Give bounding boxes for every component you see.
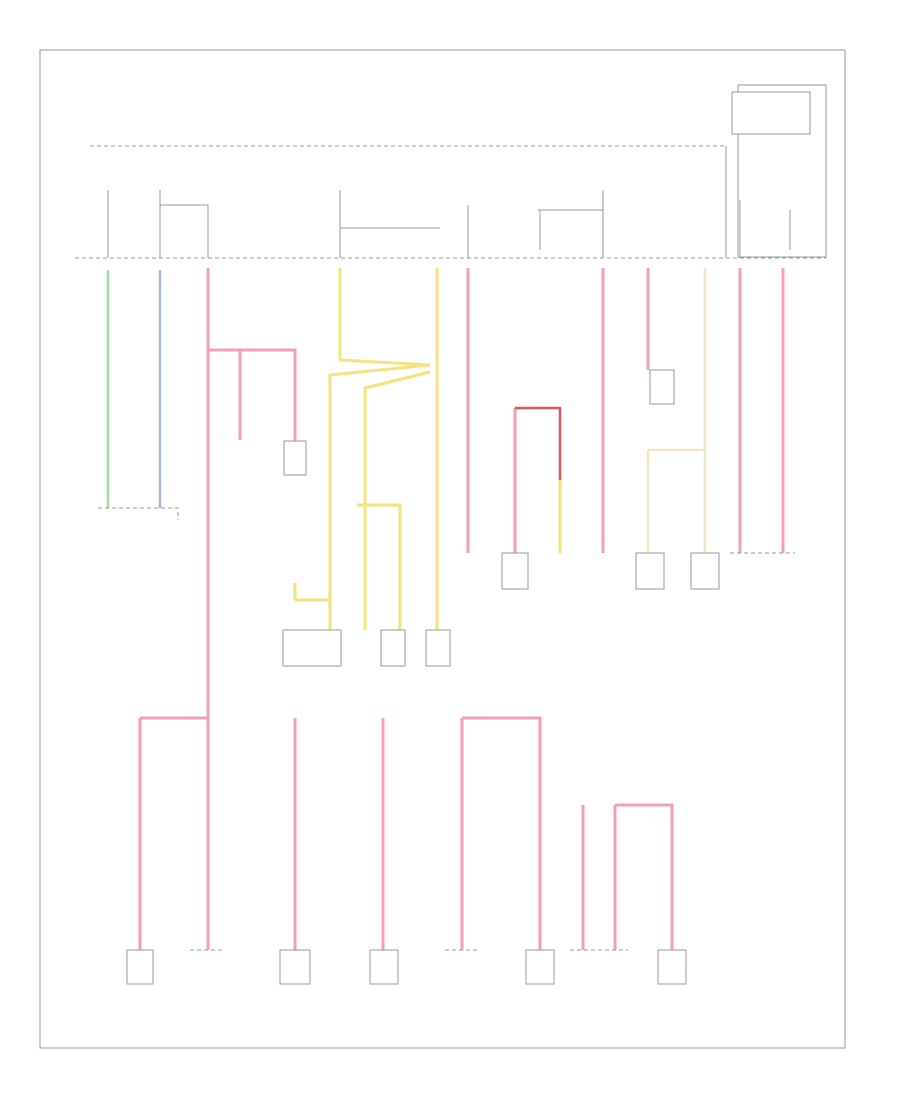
- component-box: [279, 949, 311, 985]
- wire-pink-branch: [208, 348, 297, 445]
- component-box: [369, 949, 399, 985]
- component-box: [690, 552, 720, 590]
- component-box: [635, 552, 665, 590]
- component-box: [283, 440, 307, 476]
- component-box: [657, 949, 687, 985]
- fuses: [107, 190, 791, 258]
- top-right-module: [90, 84, 827, 258]
- component-box: [525, 949, 555, 985]
- component-box: [126, 949, 154, 985]
- component-box: [649, 369, 675, 405]
- wire-yellow-bundle: [293, 268, 439, 640]
- component-box: [425, 629, 451, 667]
- wire-pink-group: [466, 268, 785, 553]
- component-box: [282, 629, 342, 667]
- wire-pink-lower: [138, 716, 674, 950]
- component-box: [380, 629, 406, 667]
- left-connector: [98, 507, 179, 520]
- diagram-frame: [39, 49, 846, 1049]
- component-box: [501, 552, 529, 590]
